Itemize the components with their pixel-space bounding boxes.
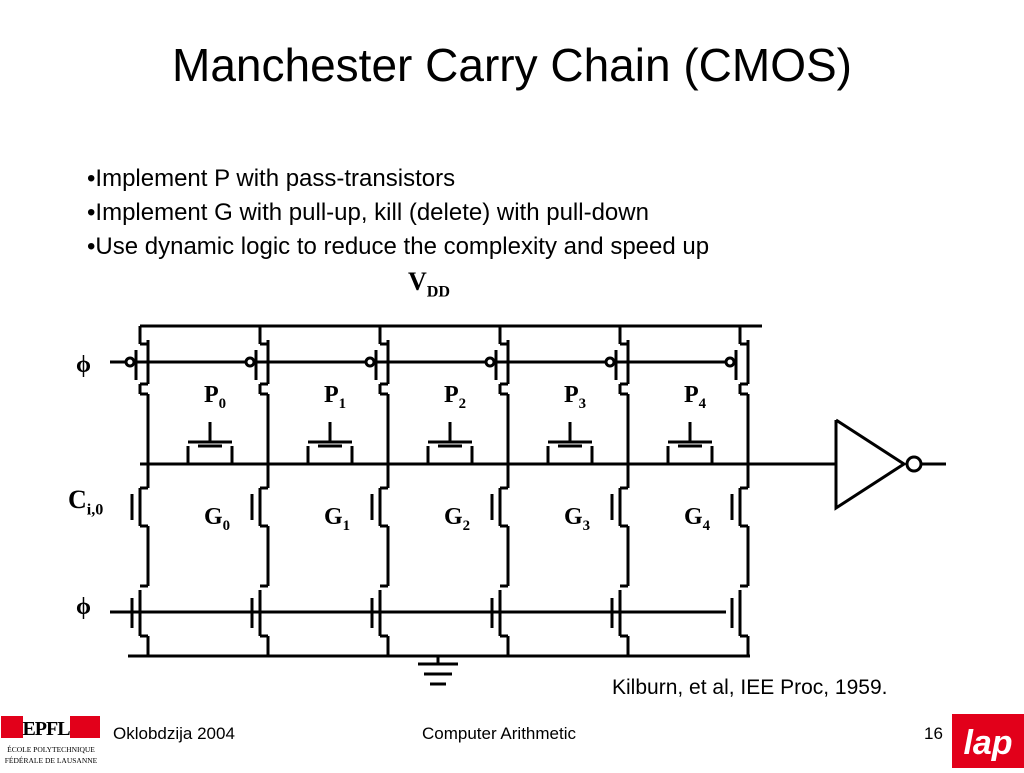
- footer-course: Computer Arithmetic: [422, 724, 576, 743]
- phi-precharge-label: ϕ: [76, 352, 91, 378]
- pmos-gate-bubble: [724, 356, 736, 368]
- g-label-4: G4: [684, 504, 711, 534]
- cin-label: Ci,0: [68, 485, 103, 519]
- vdd-label: VDD: [408, 267, 450, 301]
- inverter-triangle: [834, 418, 907, 511]
- citation: Kilburn, et al, IEE Proc, 1959.: [612, 676, 888, 699]
- p-label-2: P2: [444, 382, 466, 412]
- inverter-bubble: [905, 455, 923, 473]
- g-label-3: G3: [564, 504, 590, 534]
- pmos-gate-bubble: [244, 356, 256, 368]
- p-label-0: P0: [204, 382, 226, 412]
- pmos-gate-bubble: [364, 356, 376, 368]
- epfl-logo-text: EPFL: [22, 718, 70, 740]
- pmos-gate-bubble: [124, 356, 136, 368]
- bullet-item: •Use dynamic logic to reduce the complex…: [87, 233, 710, 260]
- epfl-line2: FÉDÉRALE DE LAUSANNE: [5, 755, 98, 765]
- slide-title: Manchester Carry Chain (CMOS): [172, 39, 852, 91]
- g-label-0: G0: [204, 504, 230, 534]
- bullet-list: •Implement P with pass-transistors •Impl…: [87, 162, 709, 264]
- pmos-gate-bubble: [604, 356, 616, 368]
- footer-author: Oklobdzija 2004: [113, 724, 235, 743]
- p-label-4: P4: [684, 382, 707, 412]
- g-label-2: G2: [444, 504, 470, 534]
- footer-page-number: 16: [924, 724, 943, 743]
- epfl-line1: ÉCOLE POLYTECHNIQUE: [7, 744, 95, 754]
- phi-evaluate-label: ϕ: [76, 594, 91, 620]
- bullet-item: •Implement P with pass-transistors: [87, 165, 456, 192]
- bullet-item: •Implement G with pull-up, kill (delete)…: [87, 199, 649, 226]
- pmos-gate-bubble: [484, 356, 496, 368]
- lap-logo: lap: [952, 714, 1024, 768]
- epfl-logo: EPFL ÉCOLE POLYTECHNIQUE FÉDÉRALE DE LAU…: [0, 714, 102, 768]
- p-label-3: P3: [564, 382, 586, 412]
- p-label-1: P1: [324, 382, 346, 412]
- circuit-wires: [110, 324, 946, 686]
- g-label-1: G1: [324, 504, 350, 534]
- lap-logo-text: lap: [963, 724, 1012, 762]
